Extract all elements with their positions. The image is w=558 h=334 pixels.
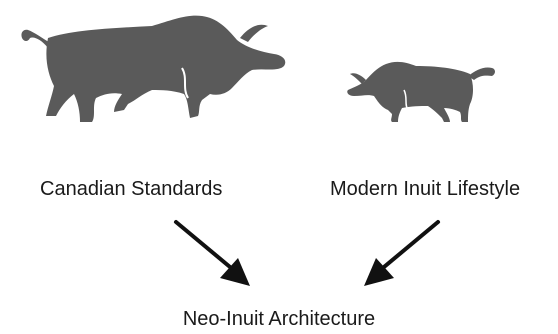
result-label-neo-inuit-architecture: Neo-Inuit Architecture xyxy=(182,308,376,330)
bull-large-icon xyxy=(21,15,286,122)
bull-small-icon xyxy=(347,61,495,122)
arrow-left-icon xyxy=(174,220,250,286)
source-label-modern-inuit-lifestyle: Modern Inuit Lifestyle xyxy=(330,178,521,200)
source-label-canadian-standards: Canadian Standards xyxy=(40,178,223,200)
arrow-right-icon xyxy=(364,220,440,286)
